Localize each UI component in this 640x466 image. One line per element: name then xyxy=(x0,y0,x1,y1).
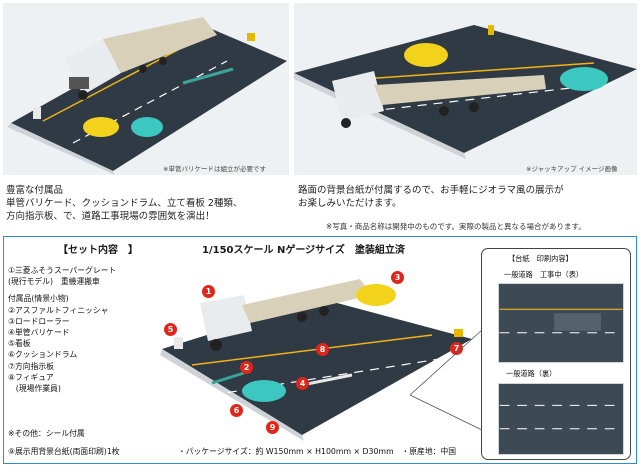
backdrop-title: 【台紙 印刷内容】 xyxy=(508,254,573,263)
diorama-jackup-illustration xyxy=(294,3,637,175)
list-item: (現場作業員) xyxy=(8,384,61,394)
set-title: 【セット内容 】 xyxy=(58,245,138,256)
list-item: ③ロードローラー xyxy=(8,316,70,326)
list-item: ①三菱ふそうスーパーグレート xyxy=(8,266,117,275)
photo-diorama-jackup: ※ジャッキアップ イメージ画像 xyxy=(294,3,637,175)
desc-line: 路面の背景台紙が付属するので、お手軽にジオラマ風の展示が xyxy=(298,185,564,196)
road-front-illustration xyxy=(499,284,623,362)
marker-3: 3 xyxy=(391,271,404,284)
backdrop-back-label: 一般道路（裏） xyxy=(506,369,557,378)
desc-line: お楽しみいただけます。 xyxy=(298,198,402,209)
set-subtitle: 1/150スケール Nゲージサイズ 塗装組立済 xyxy=(202,245,405,256)
description-accessories: 豊富な付属品 単管バリケード、クッションドラム、立て看板 2種類、 方向指示板、… xyxy=(6,184,242,223)
road-back-illustration xyxy=(499,384,623,454)
disclaimer: ※写真・商品名称は開発中のものです。実際の製品と異なる場合があります。 xyxy=(326,222,586,231)
set-diorama-illustration xyxy=(160,279,472,441)
desc-line: 方向指示板、で、道路工事現場の雰囲気を演出！ xyxy=(6,211,215,222)
photo-caption-assembly: ※単管バリケードは組立が必要です xyxy=(163,165,266,173)
list-item: (現行モデル) 重機運搬車 xyxy=(8,277,100,287)
marker-6: 6 xyxy=(230,404,243,417)
package-size: ・パッケージサイズ：約 W150mm × H100mm × D30mm ・原産地… xyxy=(178,447,457,456)
backdrop-front-label: 一般道路 工事中（表） xyxy=(504,270,584,279)
list-item: ④単管バリケード xyxy=(8,328,70,338)
marker-2: 2 xyxy=(240,361,253,374)
list-item: 付属品(情景小物) xyxy=(8,294,69,304)
desc-line: 単管バリケード、クッションドラム、立て看板 2種類、 xyxy=(6,198,243,209)
set-diorama-image xyxy=(152,265,482,443)
photo-caption-jackup: ※ジャッキアップ イメージ画像 xyxy=(526,165,618,173)
backdrop-front-image xyxy=(498,283,624,363)
list-item: ⑥クッションドラム xyxy=(8,350,78,360)
photo-diorama-truck: ※単管バリケードは組立が必要です xyxy=(3,3,289,175)
set-header: 【セット内容 】 1/150スケール Nゲージサイズ 塗装組立済 xyxy=(4,237,636,257)
marker-8: 8 xyxy=(316,343,329,356)
description-backdrop: 路面の背景台紙が付属するので、お手軽にジオラマ風の展示が お楽しみいただけます。 xyxy=(298,184,564,210)
marker-7: 7 xyxy=(450,342,463,355)
marker-9: 9 xyxy=(266,421,279,434)
list-item: ②アスファルトフィニッシャ xyxy=(8,305,109,315)
set-backdrop-item: ⑨展示用背景台紙(両面印刷)1枚 xyxy=(8,447,120,456)
list-item: ⑧フィギュア xyxy=(8,372,54,382)
list-item: ⑤看板 xyxy=(8,339,31,349)
backdrop-print-panel: 【台紙 印刷内容】 一般道路 工事中（表） 一般道路（裏） xyxy=(481,248,631,460)
marker-1: 1 xyxy=(202,285,215,298)
diorama-illustration xyxy=(3,3,289,175)
list-item: ⑦方向指示板 xyxy=(8,361,54,371)
set-other-note: ※その他：シール付属 xyxy=(8,429,85,438)
backdrop-back-image xyxy=(498,383,624,455)
desc-line: 豊富な付属品 xyxy=(6,185,64,196)
marker-4: 4 xyxy=(296,377,309,390)
set-item-list: ①三菱ふそうスーパーグレート (現行モデル) 重機運搬車 付属品(情景小物) ②… xyxy=(8,265,116,394)
marker-5: 5 xyxy=(164,323,177,336)
